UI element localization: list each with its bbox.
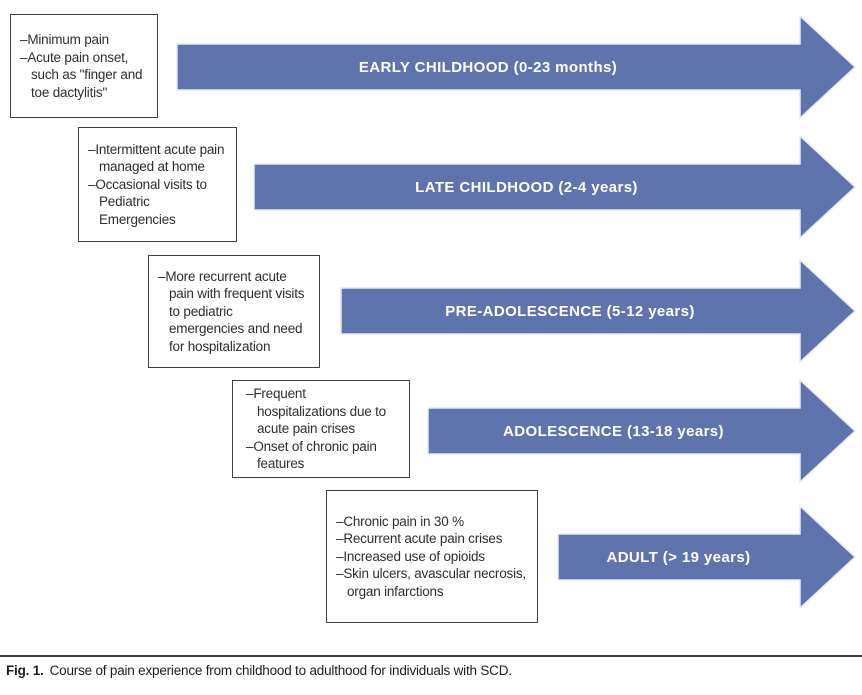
stage-arrow-adolescence bbox=[427, 379, 857, 483]
bullet-item: Frequent hospitalizations due to acute p… bbox=[246, 385, 395, 438]
bullet-item: Occasional visits to Pediatric Emergenci… bbox=[88, 176, 227, 229]
bullet-item: Acute pain onset, such as "finger and to… bbox=[20, 49, 148, 102]
right-arrow-shape bbox=[253, 135, 857, 239]
stage-box-adolescence: Frequent hospitalizations due to acute p… bbox=[232, 380, 410, 478]
caption-figure-number: Fig. 1. bbox=[6, 663, 44, 678]
bullet-item: Intermittent acute pain managed at home bbox=[88, 141, 227, 176]
bullet-item: More recurrent acute pain with frequent … bbox=[158, 268, 310, 356]
stage-box-early-childhood: Minimum pain Acute pain onset, such as "… bbox=[10, 14, 158, 118]
bullet-item: Minimum pain bbox=[20, 31, 148, 49]
stage-arrow-label: PRE-ADOLESCENCE (5-12 years) bbox=[445, 302, 695, 320]
stage-box-adult: Chronic pain in 30 % Recurrent acute pai… bbox=[326, 490, 538, 623]
bullet-item: Skin ulcers, avascular necrosis, organ i… bbox=[336, 565, 528, 600]
caption-text: Course of pain experience from childhood… bbox=[49, 663, 512, 678]
bullet-item: Recurrent acute pain crises bbox=[336, 530, 528, 548]
stage-arrow-late-childhood bbox=[253, 135, 857, 239]
stage-bullet-list: Frequent hospitalizations due to acute p… bbox=[246, 385, 395, 473]
stage-arrow-pre-adolescence bbox=[340, 259, 857, 363]
stage-bullet-list: Minimum pain Acute pain onset, such as "… bbox=[20, 31, 148, 101]
bullet-item: Chronic pain in 30 % bbox=[336, 513, 528, 531]
stage-arrow-early-childhood bbox=[176, 15, 857, 119]
caption-divider bbox=[0, 655, 862, 657]
stage-arrow-label: LATE CHILDHOOD (2-4 years) bbox=[415, 178, 638, 196]
stage-bullet-list: Chronic pain in 30 % Recurrent acute pai… bbox=[336, 513, 528, 601]
stage-arrow-adult bbox=[557, 505, 857, 609]
bullet-item: Increased use of opioids bbox=[336, 548, 528, 566]
stage-box-late-childhood: Intermittent acute pain managed at home … bbox=[78, 127, 237, 242]
right-arrow-shape bbox=[427, 379, 857, 483]
stage-arrow-label: ADOLESCENCE (13-18 years) bbox=[503, 422, 724, 440]
stage-bullet-list: Intermittent acute pain managed at home … bbox=[88, 141, 227, 229]
stage-bullet-list: More recurrent acute pain with frequent … bbox=[158, 268, 310, 356]
figure-caption: Fig. 1. Course of pain experience from ch… bbox=[6, 663, 512, 678]
stage-arrow-label: EARLY CHILDHOOD (0-23 months) bbox=[358, 58, 618, 76]
right-arrow-shape bbox=[340, 259, 857, 363]
right-arrow-shape bbox=[176, 15, 857, 119]
stage-arrow-label: ADULT (> 19 years) bbox=[606, 548, 751, 566]
stage-box-pre-adolescence: More recurrent acute pain with frequent … bbox=[148, 255, 320, 368]
bullet-item: Onset of chronic pain features bbox=[246, 438, 395, 473]
right-arrow-shape bbox=[557, 505, 857, 609]
